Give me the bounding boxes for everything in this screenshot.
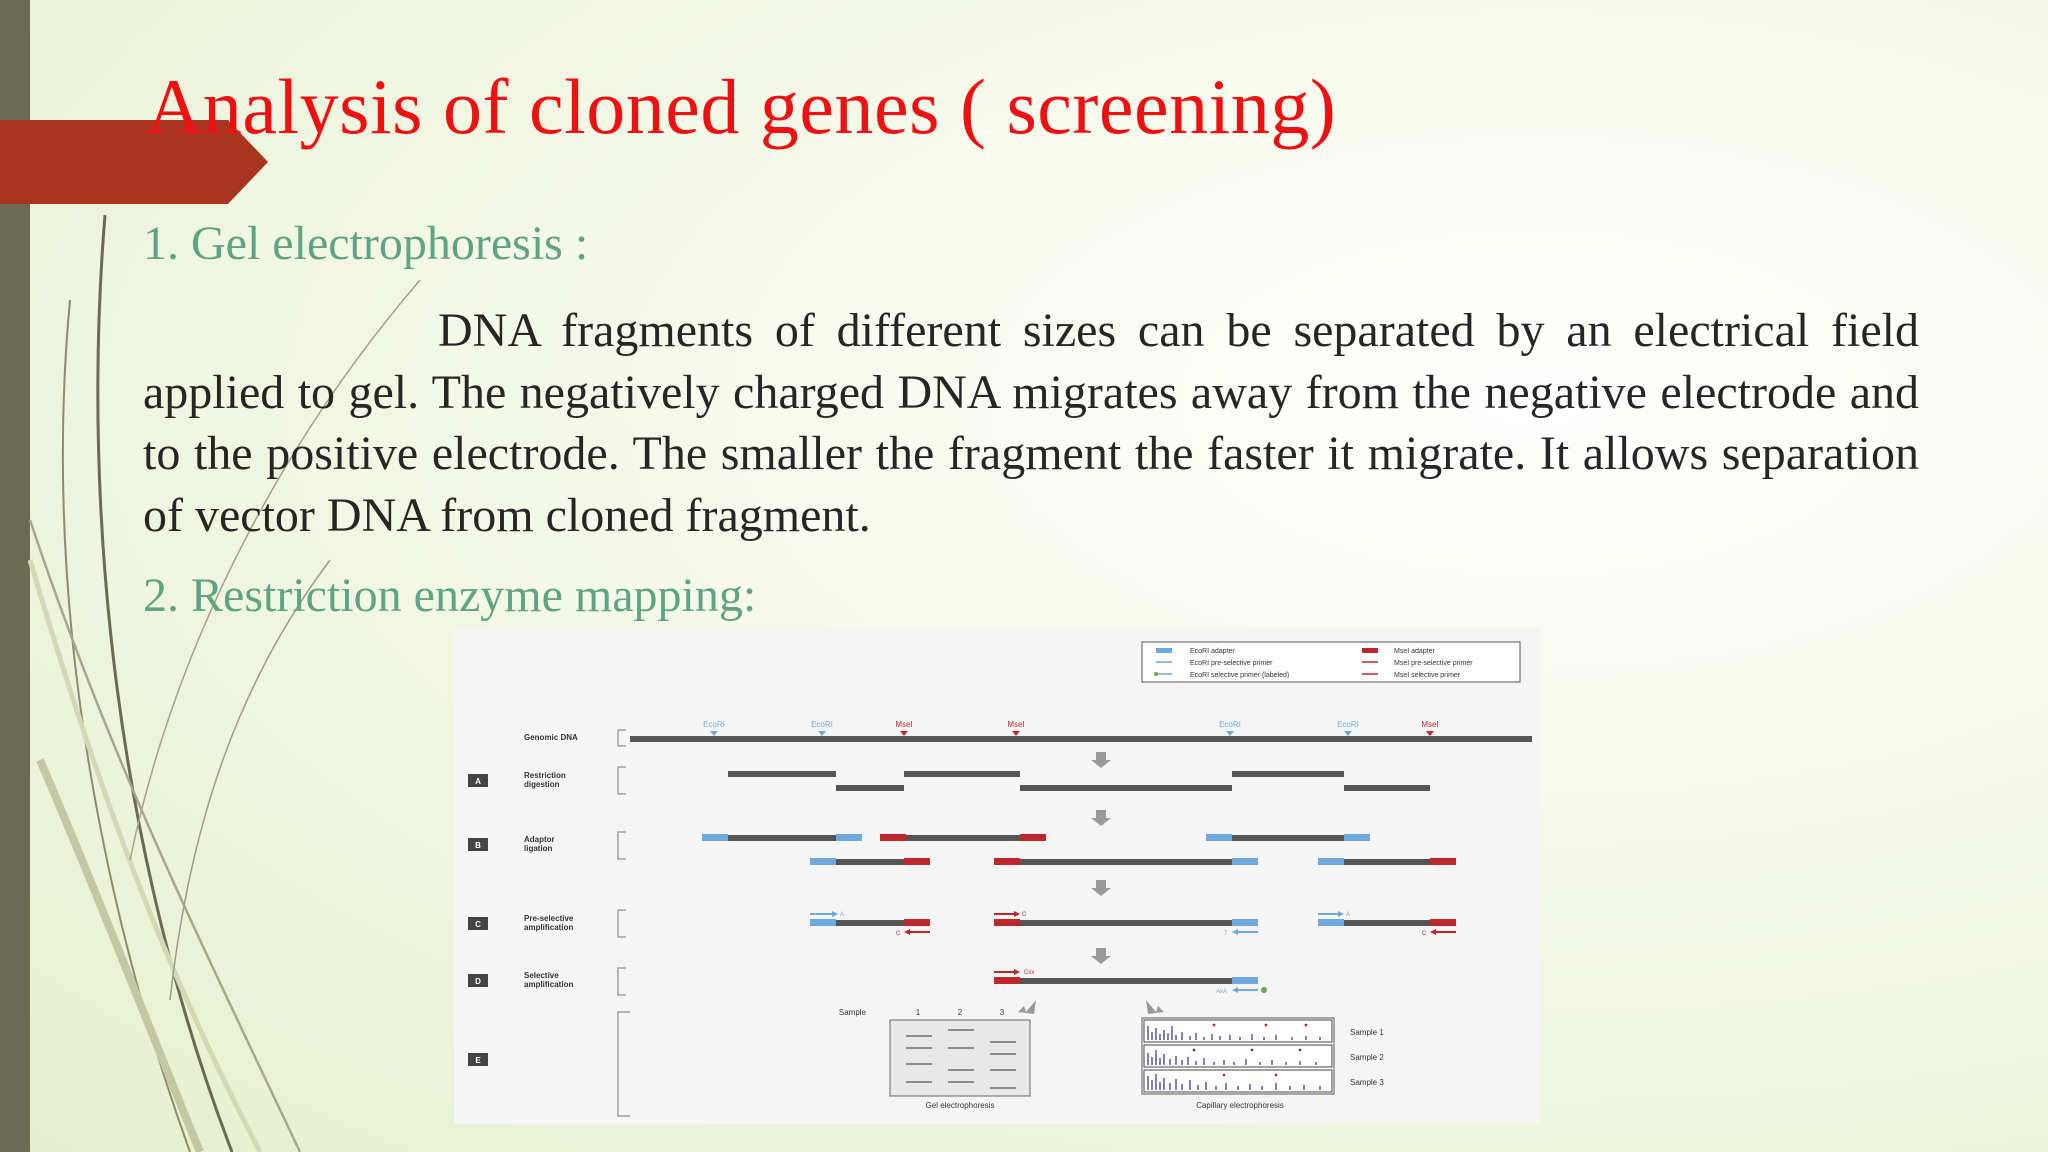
row-a-letter: A (475, 777, 481, 786)
legend-ecori-sel: EcoRI selective primer (labeled) (1190, 672, 1289, 679)
gel-sample-label: Sample (839, 1008, 867, 1017)
gel-lane-2: 2 (958, 1008, 963, 1017)
ligated-fragments (702, 834, 1456, 865)
row-d-line1: Selective (524, 971, 559, 980)
heading-gel-electrophoresis: 1. Gel electrophoresis : (143, 217, 589, 270)
digested-fragments (728, 771, 1430, 791)
legend-msei-pre: MseI pre-selective primer (1394, 660, 1473, 667)
row-a-line2: digestion (524, 780, 560, 789)
site-ecori-2: EcoRI (811, 720, 833, 729)
site-msei-1: MseI (895, 720, 912, 729)
ecori-adapter-swatch (1156, 648, 1172, 653)
heading-restriction-mapping: 2. Restriction enzyme mapping: (143, 569, 757, 622)
row-a-line1: Restriction (524, 771, 566, 780)
row-c-line1: Pre-selective (524, 914, 574, 923)
row-e-letter: E (475, 1056, 481, 1065)
row-b-letter: B (475, 841, 481, 850)
row-d-letter: D (475, 977, 481, 986)
row-c-line2: amplification (524, 923, 573, 932)
slide-title: Analysis of cloned genes ( screening) (146, 63, 1337, 150)
legend: EcoRI adapter EcoRI pre-selective primer… (1141, 641, 1521, 683)
base-c-1: C (1022, 912, 1027, 918)
title-accent-tab (0, 120, 268, 204)
row-b-line1: Adaptor (524, 835, 555, 844)
row-d-line2: amplification (524, 980, 573, 989)
base-g-1: C (1422, 931, 1427, 937)
pre-selective-products: A C C T A C (810, 911, 1456, 937)
gel-lane-1: 1 (916, 1008, 921, 1017)
base-a-2: A (1346, 912, 1350, 918)
site-ecori-3: EcoRI (1219, 720, 1241, 729)
legend-ecori-adapter: EcoRI adapter (1190, 648, 1235, 655)
base-a-1: A (840, 912, 844, 918)
aflp-diagram: EcoRI adapter EcoRI pre-selective primer… (454, 628, 1540, 1124)
base-axa: AxA (1216, 989, 1227, 995)
genomic-dna-strand (630, 736, 1532, 742)
capillary-caption: Capillary electrophoresis (1196, 1101, 1284, 1110)
base-cxx: Cxx (1024, 970, 1034, 976)
selective-product: Cxx AxA (994, 969, 1267, 995)
site-msei-3: MseI (1421, 720, 1438, 729)
gel-caption: Gel electrophoresis (926, 1101, 995, 1110)
legend-ecori-pre: EcoRI pre-selective primer (1190, 660, 1273, 667)
capillary-panel: Sample 1 Sample 2 Sample 3 Capillary ele… (1141, 1017, 1384, 1110)
gel-description-paragraph: DNA fragments of different sizes can be … (143, 304, 1919, 542)
gel-lane-3: 3 (1000, 1008, 1005, 1017)
capillary-sample-1: Sample 1 (1350, 1028, 1384, 1037)
site-ecori-4: EcoRI (1337, 720, 1359, 729)
legend-msei-adapter: MseI adapter (1394, 648, 1436, 655)
legend-msei-sel: MseI selective primer (1394, 672, 1461, 679)
gel-panel: Sample 1 2 3 Gel electrophoresis (839, 1008, 1031, 1110)
capillary-sample-3: Sample 3 (1350, 1078, 1384, 1087)
base-t-1: C (896, 931, 901, 937)
row-b-line2: ligation (524, 844, 553, 853)
row-genomic-label: Genomic DNA (524, 733, 578, 742)
site-ecori-1: EcoRI (703, 720, 725, 729)
capillary-sample-2: Sample 2 (1350, 1053, 1384, 1062)
msei-adapter-swatch (1362, 648, 1378, 653)
row-c-letter: C (475, 920, 481, 929)
site-msei-2: MseI (1007, 720, 1024, 729)
capillary-peaks (1147, 1026, 1321, 1090)
base-t-2: T (1224, 931, 1228, 937)
